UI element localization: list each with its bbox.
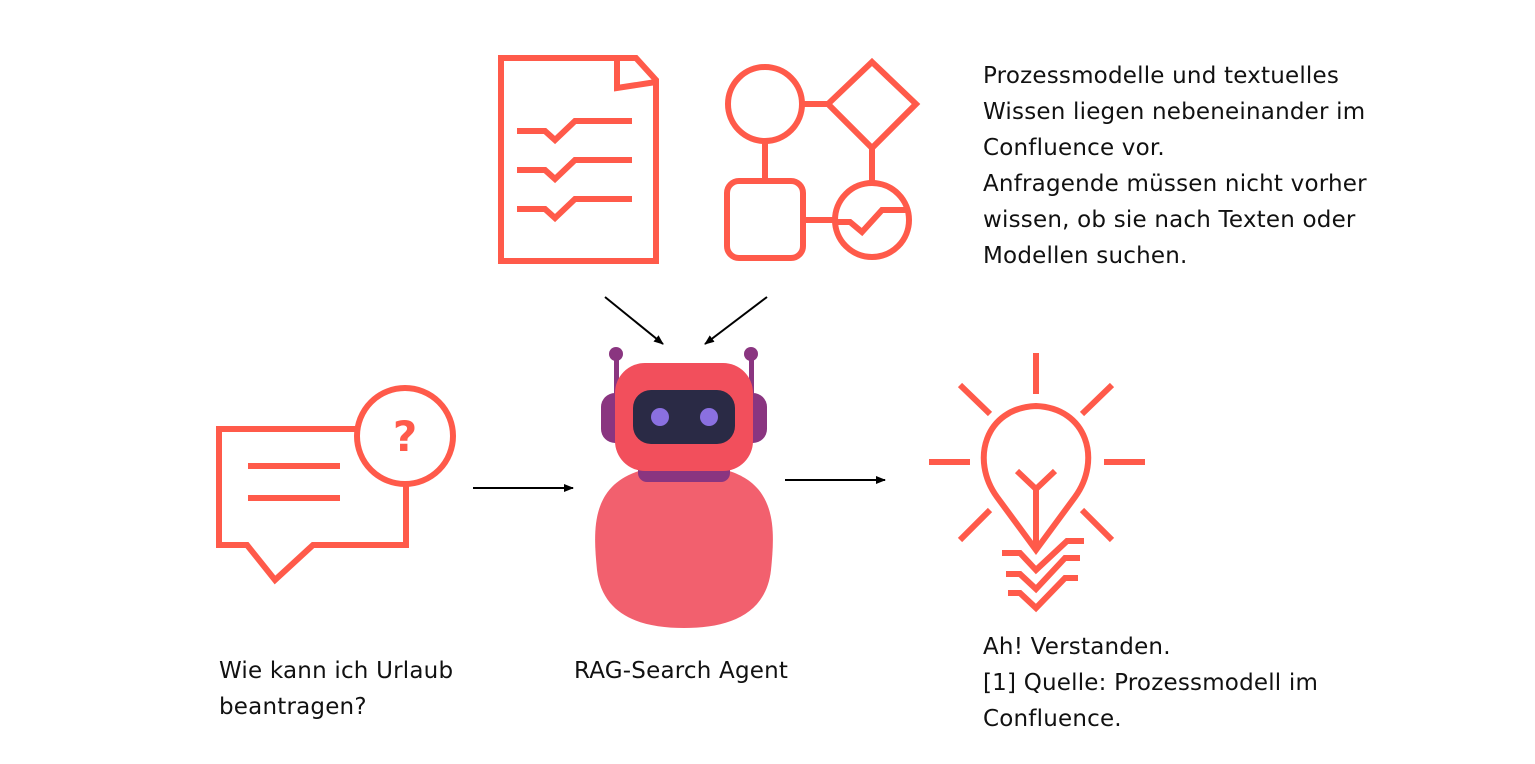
info-line: Confluence vor.: [983, 135, 1165, 161]
info-line: Anfragende müssen nicht vorher: [983, 171, 1367, 197]
info-line: Prozessmodelle und textuelles: [983, 63, 1340, 89]
answer-text: Ah! Verstanden. [1] Quelle: Prozessmodel…: [983, 629, 1318, 737]
question-line: beantragen?: [219, 694, 367, 720]
agent-label: RAG-Search Agent: [574, 653, 788, 689]
document-checklist-icon: [498, 55, 659, 264]
info-line: wissen, ob sie nach Texten oder: [983, 207, 1356, 233]
agent-label-text: RAG-Search Agent: [574, 658, 789, 684]
answer-line: [1] Quelle: Prozessmodell im: [983, 670, 1319, 696]
question-text: Wie kann ich Urlaub beantragen?: [219, 653, 453, 725]
question-bubble-icon: [216, 385, 456, 585]
info-line: Modellen suchen.: [983, 243, 1188, 269]
robot-icon: [595, 347, 773, 628]
answer-line: Confluence.: [983, 706, 1122, 732]
answer-line: Ah! Verstanden.: [983, 634, 1171, 660]
process-model-icon: [724, 57, 921, 261]
question-line: Wie kann ich Urlaub: [219, 658, 454, 684]
question-mark-icon: ?: [393, 412, 417, 461]
info-text: Prozessmodelle und textuelles Wissen lie…: [983, 58, 1367, 274]
arrow-model-to-agent: [704, 296, 768, 345]
lightbulb-icon: [929, 353, 1145, 613]
info-line: Wissen liegen nebeneinander im: [983, 99, 1366, 125]
arrow-document-to-agent: [604, 296, 664, 345]
